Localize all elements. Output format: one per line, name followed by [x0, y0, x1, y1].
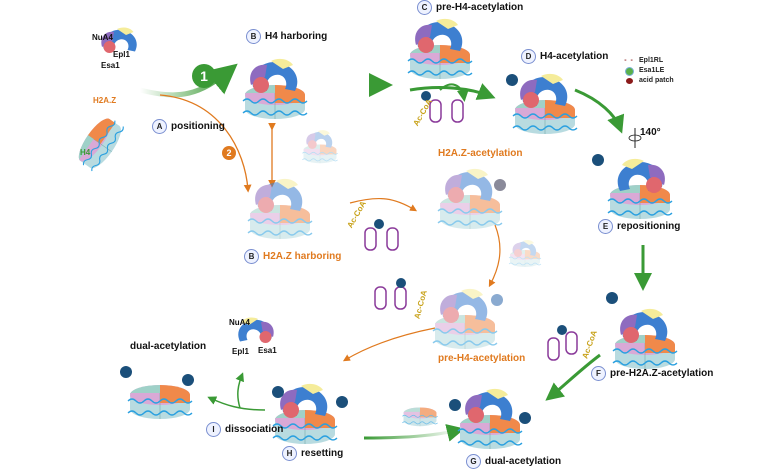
pathway-1-arrow [139, 63, 238, 98]
c-to-d-arrow [409, 83, 496, 100]
ac-badge [519, 412, 531, 424]
rotation-label: 140° [640, 127, 661, 138]
ac-badge [120, 366, 132, 378]
epl1-label: Epl1 [113, 50, 130, 59]
step-c-marker: C [417, 0, 432, 15]
ac-badge [449, 399, 461, 411]
nucleosome-b [242, 58, 308, 120]
nucleosome-b2 [247, 178, 313, 240]
step-e-marker: E [598, 219, 613, 234]
ac-badge [336, 396, 348, 408]
ac-badge [606, 292, 618, 304]
nucleosome-h2az-acet [437, 168, 503, 230]
g-to-h-arrow [363, 424, 465, 442]
legend-item-esa1le: Esa1LE [624, 66, 674, 76]
nucleosome-g-ghost [402, 407, 438, 427]
nucleosome-g [457, 388, 523, 450]
final-dual-acetylation-label: dual-acetylation [130, 341, 207, 352]
nucleosome-pre-h4 [432, 288, 498, 350]
nucleosome-ghost-2 [508, 239, 542, 268]
h2az-tail-label: H2A.Z [93, 96, 117, 105]
epl1-label-bottom: Epl1 [232, 347, 249, 356]
coa-group-b2 [364, 219, 399, 251]
ac-badge [506, 74, 518, 86]
coa-group-pre-h4 [374, 278, 407, 310]
nua4-title: NuA4 [92, 33, 113, 42]
nua4-title-bottom: NuA4 [229, 318, 250, 327]
h2az-acetylation-label: H2A.Z-acetylation [438, 148, 523, 159]
h4-tail-label: H4 [80, 148, 91, 157]
step-b2-marker: B [244, 249, 259, 264]
nucleosome-f [612, 308, 678, 370]
pre-h4-acetylation-orange-label: pre-H4-acetylation [438, 353, 526, 364]
step-f-marker: F [591, 366, 606, 381]
step-h-marker: H [282, 446, 297, 461]
nucleosome-final [127, 384, 193, 420]
legend-item-epl1rl: - -Epl1RL [624, 57, 664, 64]
ac-badge [491, 294, 503, 306]
legend-item-acid-patch: acid patch [624, 76, 674, 86]
step-b-marker: B [246, 29, 261, 44]
legend: - -Epl1RL Esa1LE acid patch [624, 56, 674, 86]
nucleosome-b-ghost [302, 130, 338, 164]
pathway-1-badge: 1 [192, 64, 216, 88]
ac-badge [272, 386, 284, 398]
h-to-nua4-arrow [235, 372, 244, 409]
h-to-final-arrow [207, 396, 266, 411]
d-to-e-arrow [574, 88, 625, 134]
rotation-indicator [628, 128, 642, 148]
f-to-g-arrow [545, 353, 601, 401]
esa1-label-bottom: Esa1 [258, 346, 277, 355]
ac-badge [494, 179, 506, 191]
nucleosome-a [71, 112, 128, 175]
coa-group-c [421, 91, 464, 123]
coa-group-f [547, 325, 578, 361]
nucleosome-d [512, 73, 578, 135]
ac-badge [592, 154, 604, 166]
step-d-marker: D [521, 49, 536, 64]
step-g-marker: G [466, 454, 481, 469]
step-i-marker: I [206, 422, 221, 437]
esa1-label: Esa1 [101, 61, 120, 70]
nucleosome-c [407, 18, 473, 80]
pathway-2-badge: 2 [222, 146, 236, 160]
pathway-2-arrow [159, 94, 252, 193]
step-a-marker: A [152, 119, 167, 134]
ac-badge [182, 374, 194, 386]
nucleosome-e [607, 158, 673, 220]
